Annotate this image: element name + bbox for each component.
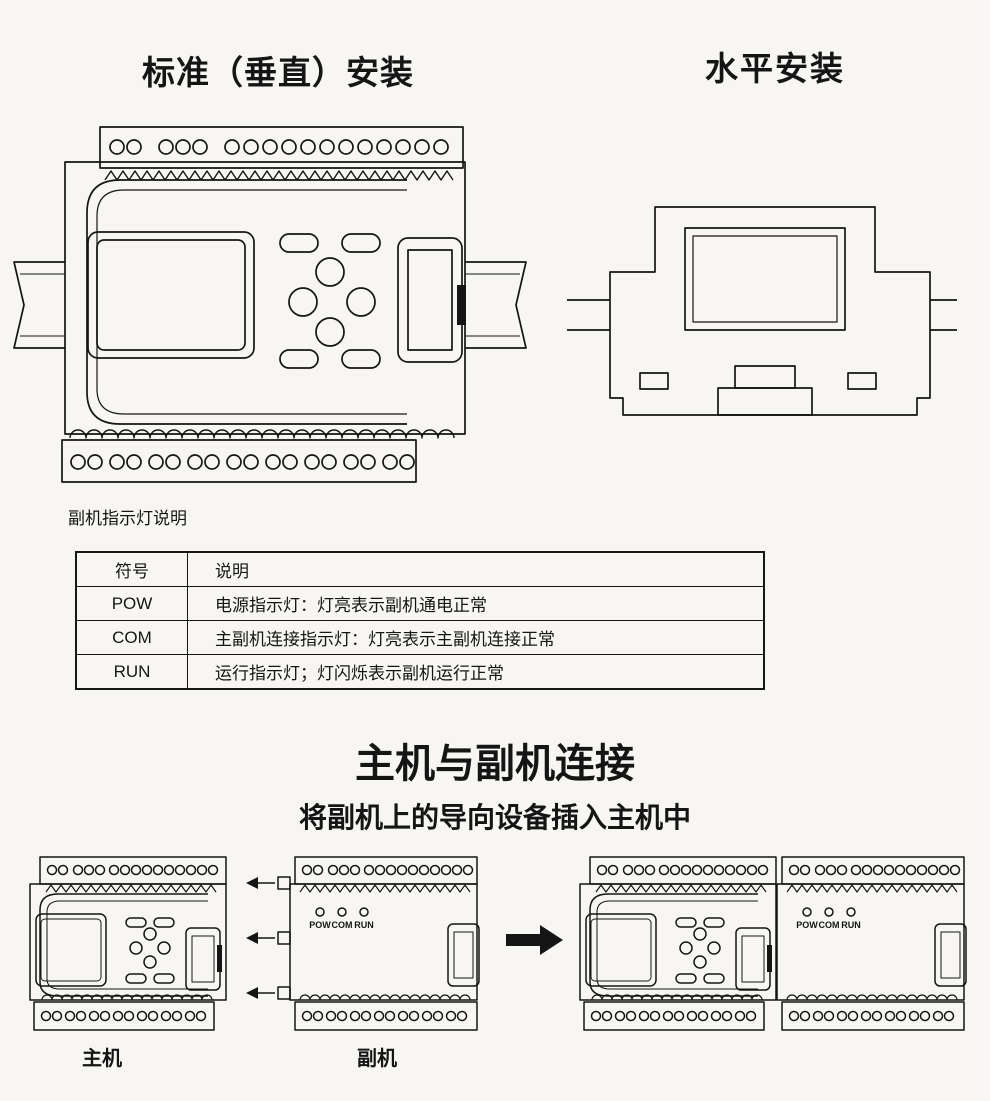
din-rail-right-icon: [465, 261, 527, 349]
secondary-unit-diagram: POW COM RUN: [289, 856, 480, 1031]
combined-main-unit: [580, 857, 776, 1030]
row-symbol: RUN: [75, 654, 188, 690]
row-desc: 主副机连接指示灯：灯亮表示主副机连接正常: [187, 620, 765, 655]
pow-label: POW: [309, 920, 331, 930]
col-header-symbol: 符号: [75, 551, 188, 587]
indicator-labels: POW COM RUN: [309, 920, 374, 930]
flow-arrow-icon: [506, 925, 563, 955]
table-row: RUN 运行指示灯；灯闪烁表示副机运行正常: [75, 654, 765, 690]
col-header-desc: 说明: [187, 551, 765, 587]
secondary-unit-label: 副机: [357, 1048, 397, 1070]
din-rail-edges-icon: [567, 299, 957, 331]
terminal-block-bottom: [61, 439, 417, 483]
indicator-table: 符号 说明 POW 电源指示灯：灯亮表示副机通电正常 COM 主副机连接指示灯：…: [75, 551, 765, 690]
face-frame: [86, 179, 407, 425]
terminal-block-top: [99, 126, 464, 169]
horizontal-install-title: 水平安装: [705, 52, 845, 88]
horizontal-install-diagram: [567, 206, 957, 416]
side-connector: [185, 927, 222, 991]
mount-slot-right: [847, 372, 877, 390]
connection-section-title: 主机与副机连接: [355, 742, 635, 786]
row-symbol: COM: [75, 620, 188, 655]
vertical-install-title: 标准（垂直）安装: [142, 56, 414, 92]
din-clip-icon: [717, 365, 813, 416]
table-row: COM 主副机连接指示灯：灯亮表示主副机连接正常: [75, 620, 765, 655]
table-header-row: 符号 说明: [75, 551, 765, 587]
display-window: [87, 231, 255, 359]
mount-slot-left: [639, 372, 669, 390]
run-label: RUN: [354, 920, 374, 930]
side-connector: [397, 237, 466, 363]
connection-section-subtitle: 将副机上的导向设备插入主机中: [298, 802, 691, 833]
device-outline: [609, 206, 931, 416]
din-rail-left-icon: [13, 261, 65, 349]
serration-bottom: [69, 429, 455, 439]
com-label: COM: [332, 920, 353, 930]
keypad: [125, 917, 175, 984]
keypad: [279, 233, 381, 369]
device-body: [64, 161, 466, 435]
main-unit-label: 主机: [82, 1048, 122, 1070]
combined-secondary-unit: [777, 857, 966, 1030]
vertical-install-diagram: [13, 126, 527, 483]
row-symbol: POW: [75, 586, 188, 621]
row-desc: 电源指示灯：灯亮表示副机通电正常: [187, 586, 765, 621]
side-connector: [447, 923, 480, 987]
table-row: POW 电源指示灯：灯亮表示副机通电正常: [75, 586, 765, 621]
serration-top: [104, 170, 454, 181]
indicator-table-caption: 副机指示灯说明: [68, 509, 187, 528]
row-desc: 运行指示灯；灯闪烁表示副机运行正常: [187, 654, 765, 690]
insert-direction-arrows: [246, 876, 291, 1000]
indicator-leds: [315, 907, 369, 917]
connection-diagram: POW COM RUN: [29, 856, 990, 1031]
main-unit-diagram: [29, 856, 227, 1031]
display-window: [684, 227, 846, 331]
